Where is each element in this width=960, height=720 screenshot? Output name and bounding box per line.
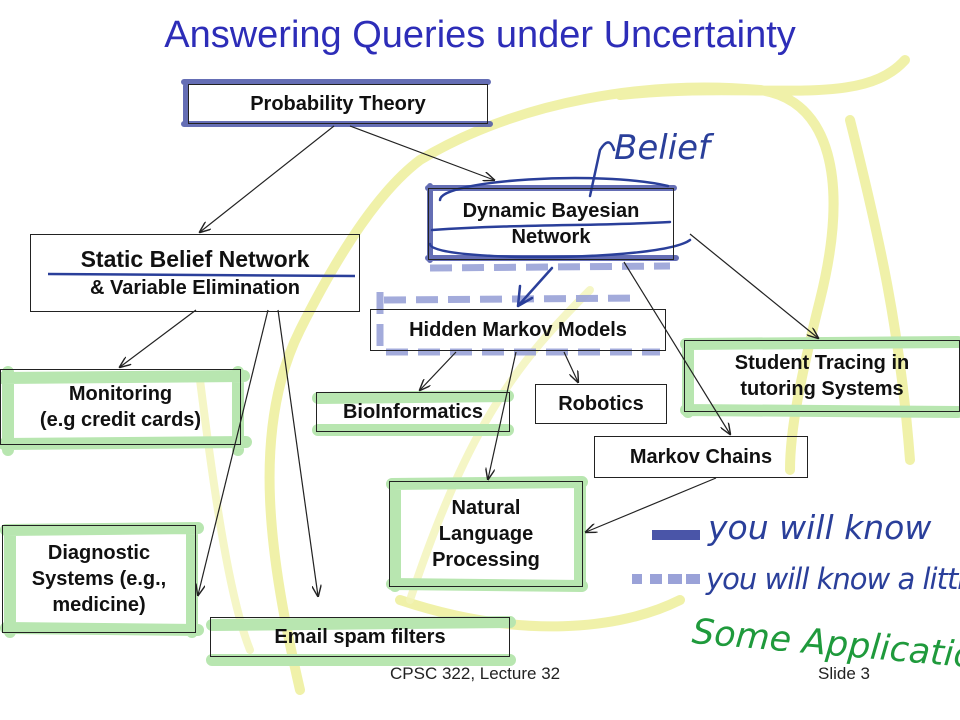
node-label: Robotics (558, 393, 644, 415)
node-probability-theory: Probability Theory (188, 84, 488, 124)
arrow-static-to-diagnostic (198, 309, 269, 595)
arrow-dynamic-to-markov-chains (623, 261, 730, 434)
arrow-hmm-to-bioinformatics (420, 351, 457, 390)
footer-slide-number: Slide 3 (818, 664, 870, 683)
node-label-line: Network (511, 226, 591, 248)
arrow-markov-chains-to-nlp (586, 477, 717, 532)
node-monitoring: Monitoring (e.g credit cards) (0, 369, 241, 445)
legend-solid-swatch (652, 530, 700, 540)
belief-handwriting: Belief (614, 128, 711, 168)
node-static-belief-network: Static Belief Network & Variable Elimina… (30, 234, 360, 312)
node-label-line: Static Belief Network (80, 246, 310, 273)
node-label-line: Processing (432, 549, 540, 571)
node-label-line: (e.g credit cards) (39, 409, 202, 431)
node-label-line: tutoring Systems (740, 378, 904, 400)
node-dynamic-bayesian-network: Dynamic Bayesian Network (428, 188, 674, 260)
hand-arrow-to-hmm (516, 266, 554, 308)
arrow-hmm-to-nlp (488, 351, 517, 479)
arrow-static-to-email (277, 309, 318, 596)
know-a-little-highlights (376, 262, 671, 356)
node-label-line: Language (438, 523, 534, 545)
legend-know-a-little-label: you will know a little (706, 562, 960, 596)
node-label-line: medicine) (52, 594, 146, 616)
arrow-probability-to-dynamic (349, 125, 494, 180)
node-label: BioInformatics (342, 401, 484, 423)
legend-know-label: you will know (708, 508, 932, 547)
node-diagnostic-systems: Diagnostic Systems (e.g., medicine) (2, 525, 196, 633)
arrow-probability-to-static (200, 125, 335, 232)
yellow-outline-stroke (264, 55, 915, 695)
node-label: Hidden Markov Models (409, 319, 627, 341)
node-label: Probability Theory (250, 93, 426, 115)
node-student-tracing: Student Tracing in tutoring Systems (684, 340, 960, 412)
arrow-hmm-to-robotics (563, 351, 578, 382)
node-markov-chains: Markov Chains (594, 436, 808, 478)
slide-title: Answering Queries under Uncertainty (164, 14, 796, 56)
node-robotics: Robotics (535, 384, 667, 424)
node-label-line: & Variable Elimination (89, 276, 301, 299)
node-label-line: Diagnostic (47, 542, 151, 564)
footer-lecture: CPSC 322, Lecture 32 (390, 664, 561, 683)
node-email-spam-filters: Email spam filters (210, 617, 510, 657)
legend-dashed-swatch (632, 574, 700, 584)
static-belief-underline (47, 272, 356, 278)
arrow-dynamic-to-student (689, 233, 818, 338)
node-label-line: Dynamic Bayesian (462, 200, 640, 222)
node-label-line: Natural (451, 497, 521, 519)
node-label-line: Student Tracing in (734, 352, 910, 374)
node-label-line: Monitoring (68, 383, 173, 405)
arrow-static-to-monitoring (120, 309, 197, 367)
node-label-line: Systems (e.g., (31, 568, 167, 590)
node-natural-language-processing: Natural Language Processing (389, 481, 583, 587)
node-label: Email spam filters (274, 626, 446, 648)
node-label: Markov Chains (629, 446, 773, 468)
node-bioinformatics: BioInformatics (316, 392, 510, 432)
belief-annotation-loop (428, 141, 692, 259)
